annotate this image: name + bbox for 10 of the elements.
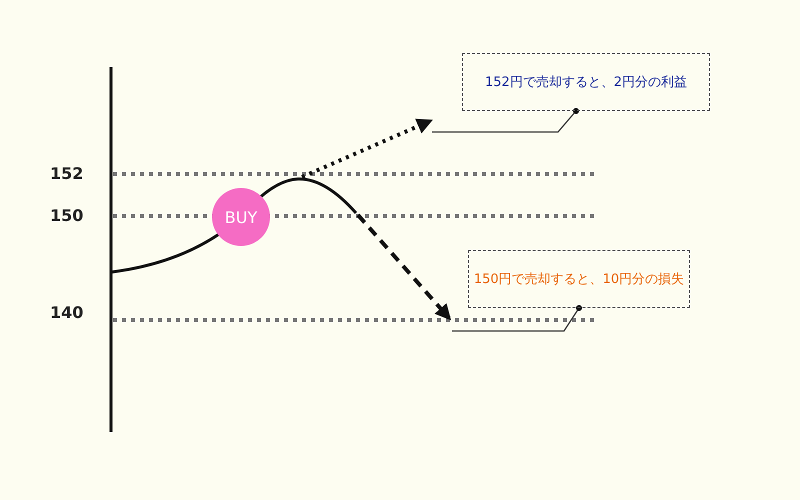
callout-text: 150円で売却すると、10円分の損失 — [474, 271, 684, 288]
callout-box — [468, 250, 690, 308]
callout-box — [462, 53, 710, 111]
price-label: 140 — [50, 304, 84, 322]
price-label: 152 — [50, 165, 84, 183]
callout-text: 152円で売却すると、2円分の利益 — [484, 74, 688, 91]
buy-marker: BUY — [212, 188, 270, 246]
leader-line — [452, 305, 582, 332]
price-label: 150 — [50, 207, 84, 225]
leader-line — [432, 108, 579, 133]
